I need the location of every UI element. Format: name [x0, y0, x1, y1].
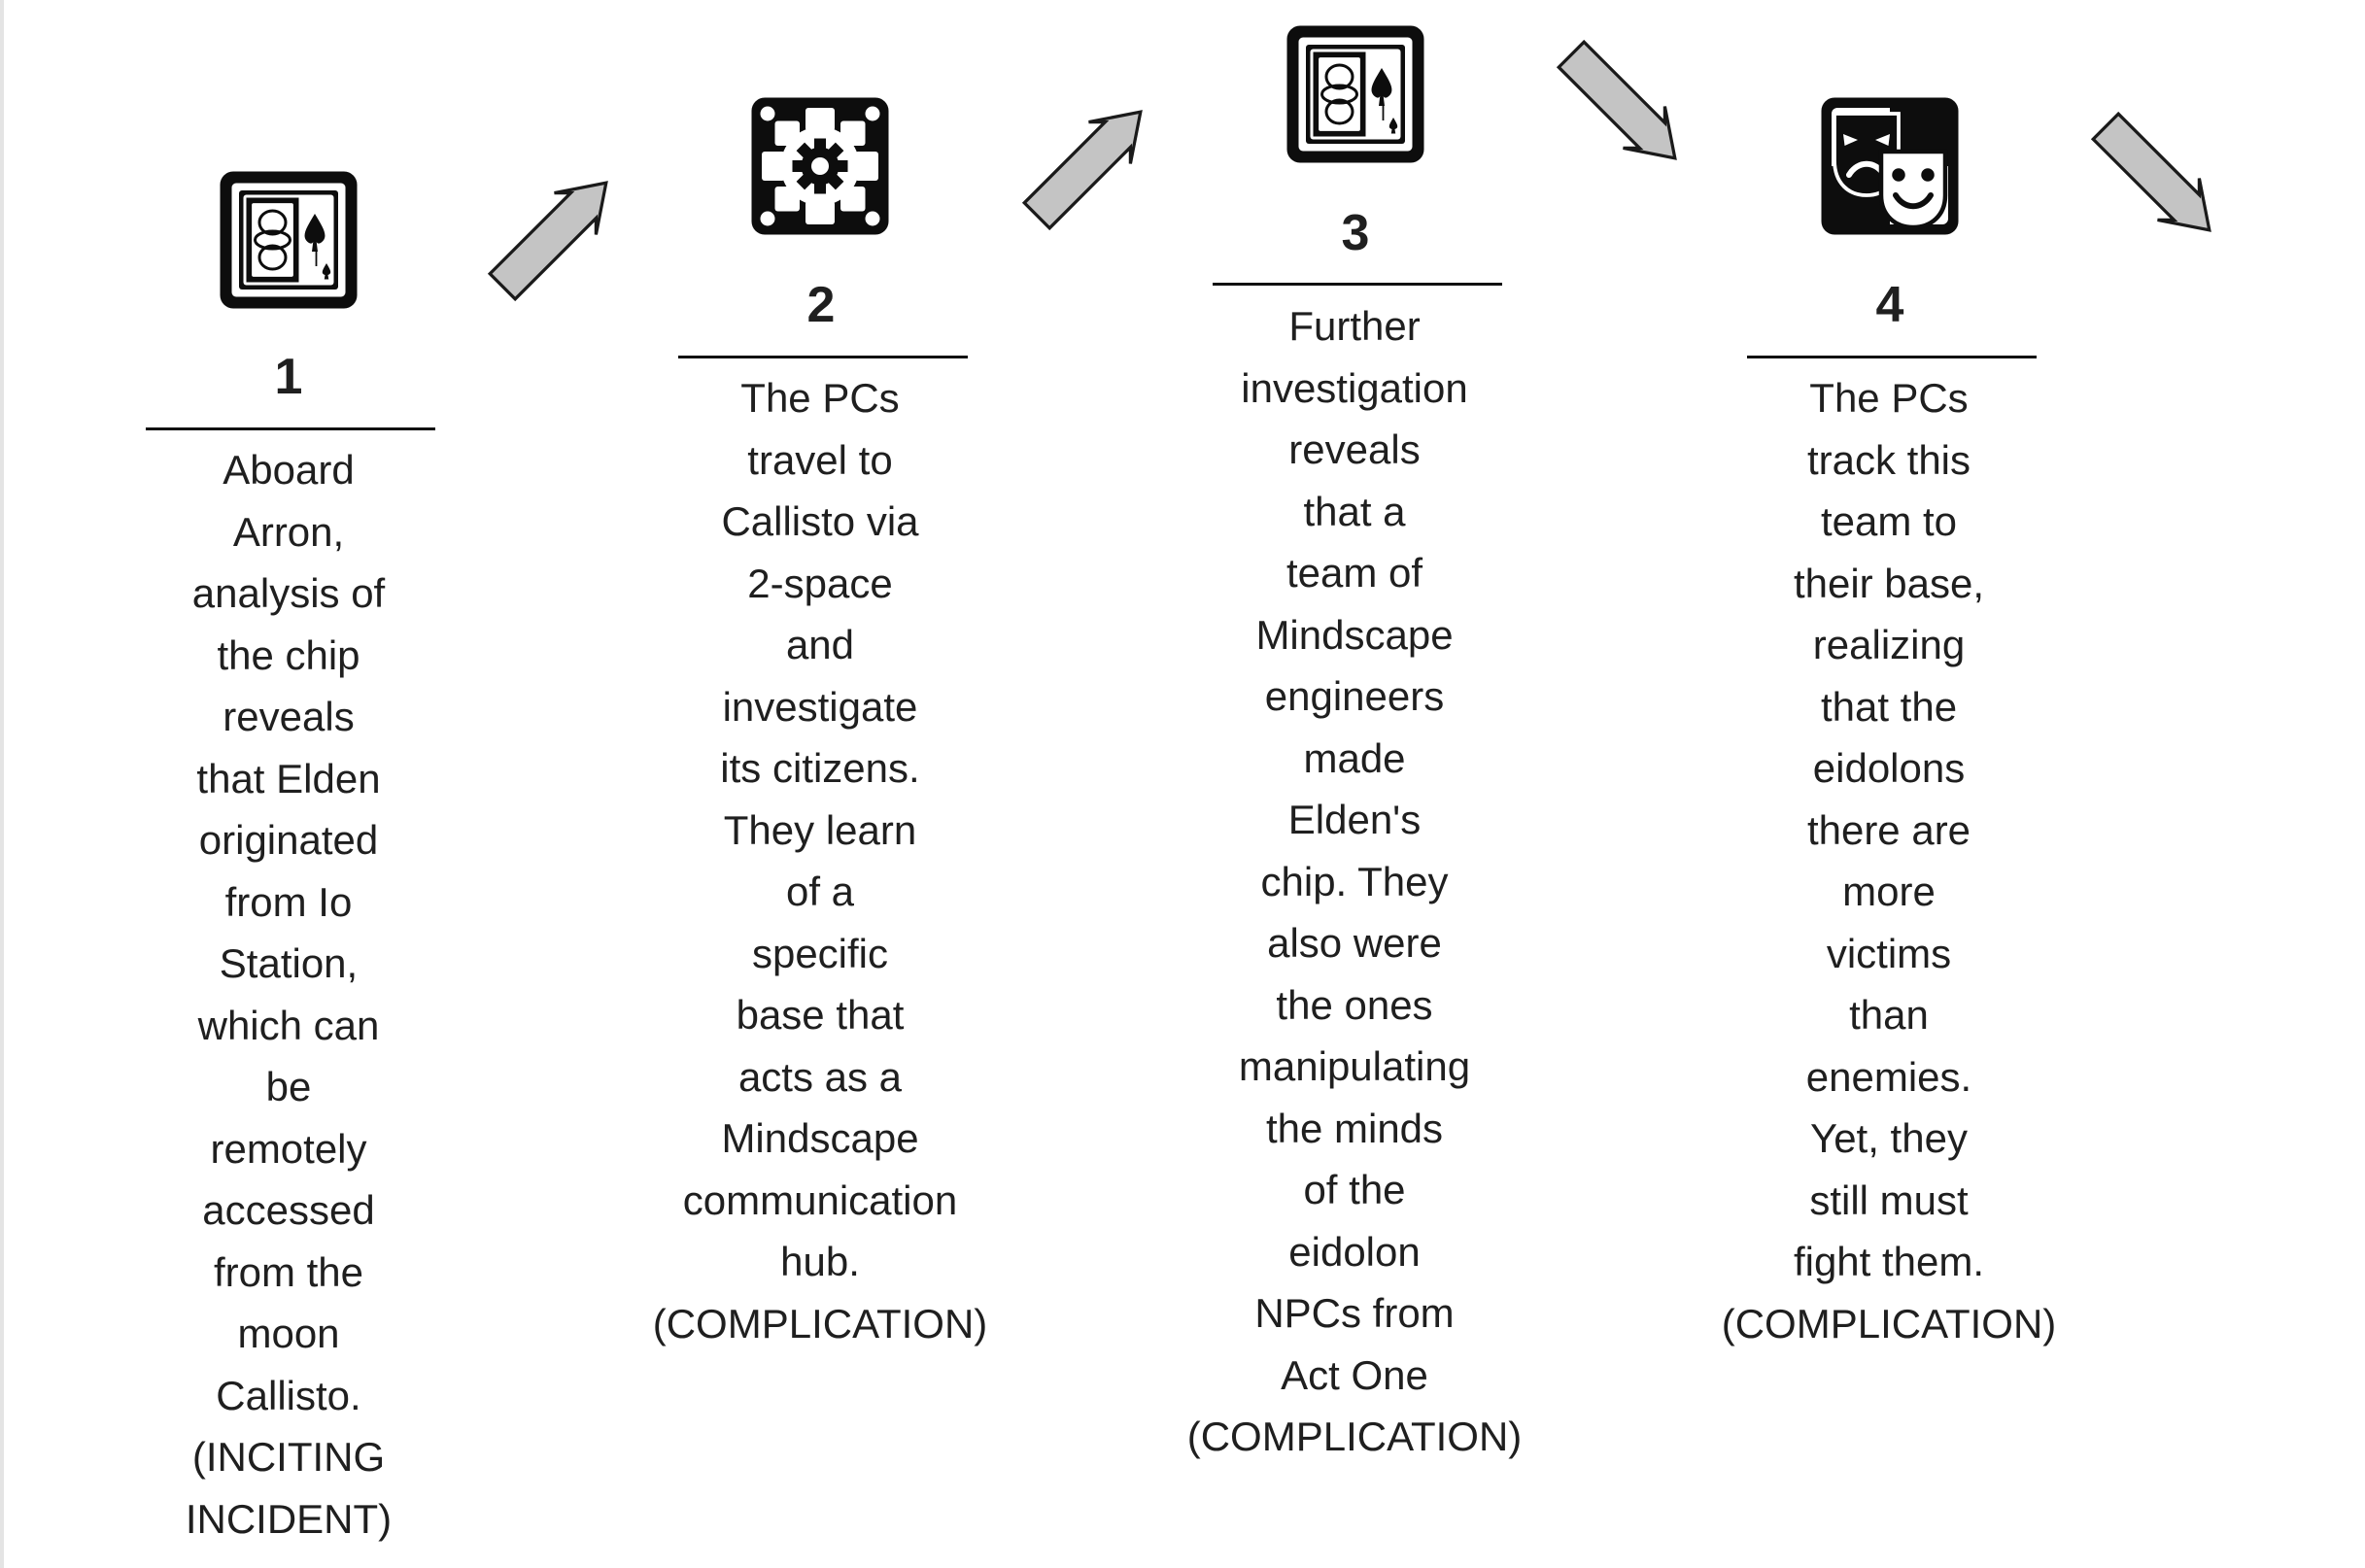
- arrow-up-right-icon: [1019, 107, 1146, 233]
- arrow-up-right-icon: [485, 178, 611, 304]
- step-description: Aboard Arron, analysis of the chip revea…: [185, 447, 393, 1542]
- step-divider: [1213, 283, 1502, 286]
- gear-icon: [747, 93, 893, 239]
- step-number: 1: [274, 349, 303, 405]
- step-divider: [678, 356, 968, 358]
- arrow-down-right-icon: [1554, 37, 1680, 163]
- playing-card-icon: [1283, 21, 1428, 167]
- step-description: The PCs travel to Callisto via 2-space a…: [652, 375, 988, 1346]
- step-number: 2: [806, 277, 836, 333]
- step-number: 4: [1875, 277, 1904, 333]
- step-description: Further investigation reveals that a tea…: [1186, 303, 1523, 1459]
- step-number: 3: [1341, 205, 1370, 261]
- theater-masks-icon: [1817, 93, 1963, 239]
- step-divider: [1747, 356, 2037, 358]
- step-divider: [146, 427, 435, 430]
- playing-card-icon: [216, 167, 361, 313]
- step-description: The PCs track this team to their base, r…: [1721, 375, 2057, 1346]
- arrow-down-right-icon: [2088, 109, 2214, 235]
